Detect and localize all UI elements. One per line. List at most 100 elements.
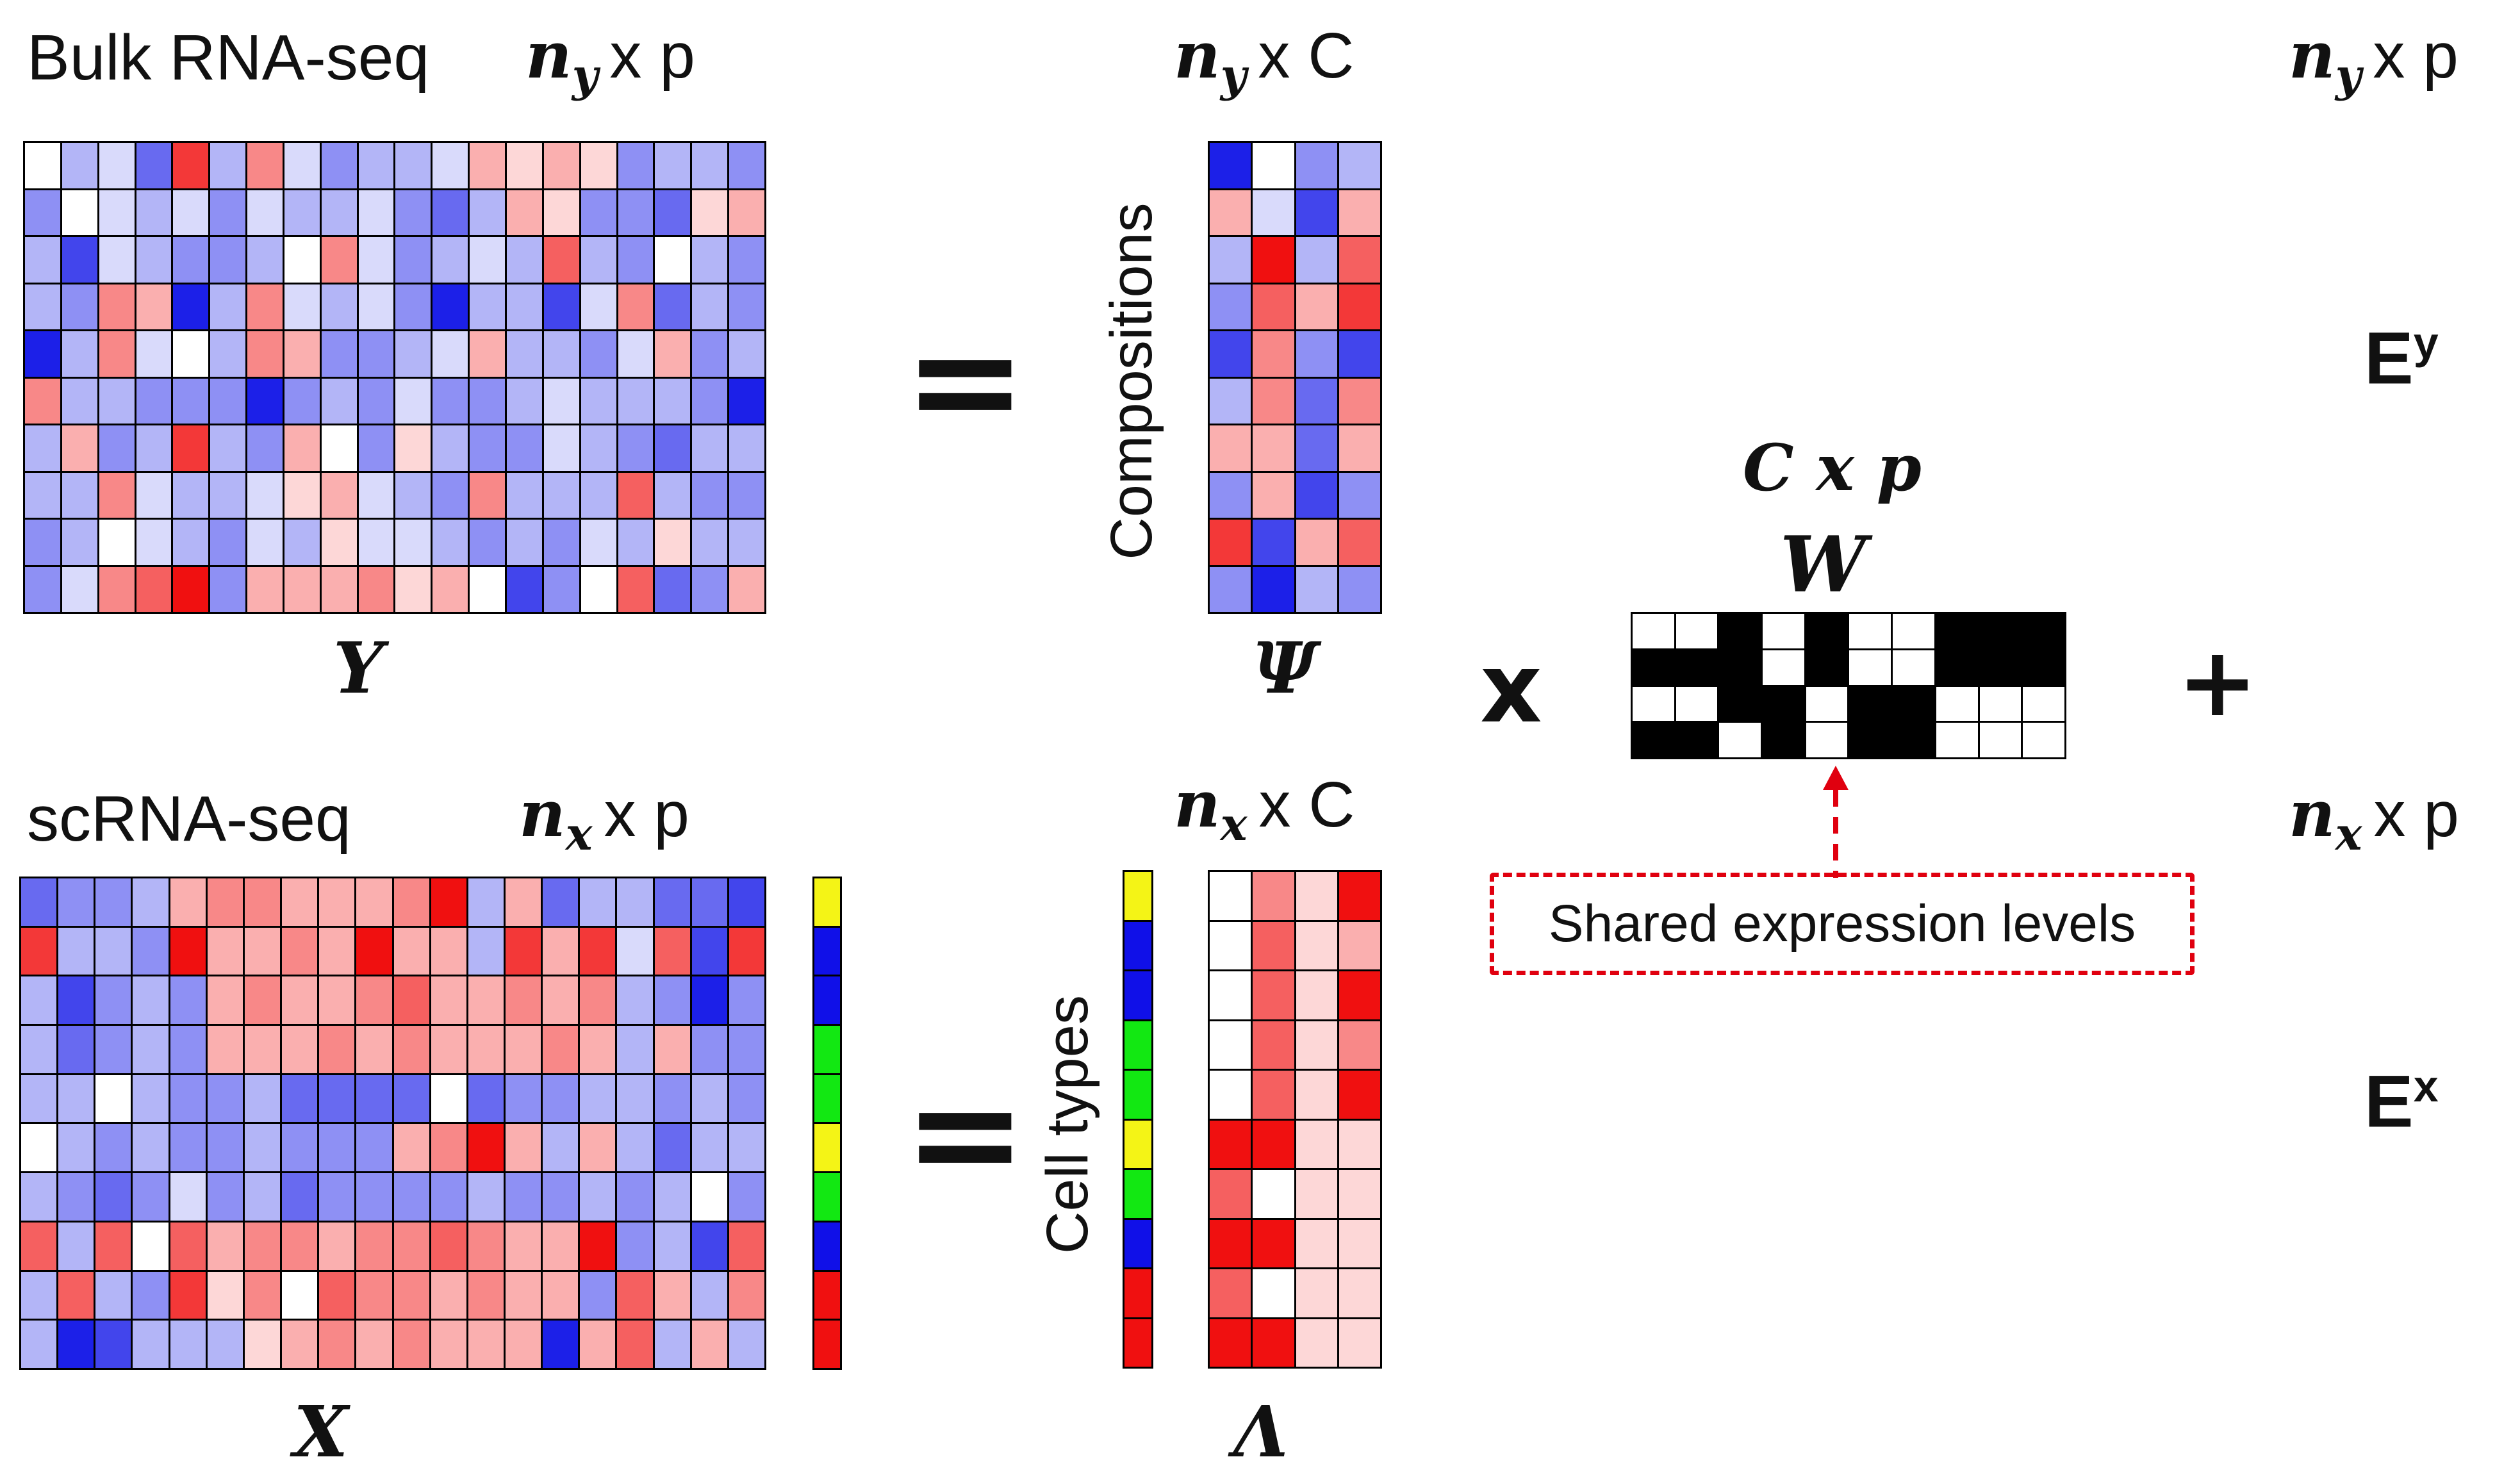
matrix-lambda-cell xyxy=(1338,1071,1380,1119)
matrix-psi-cell xyxy=(1338,237,1380,283)
cell-type-lambda-green xyxy=(1124,1021,1151,1069)
matrix-Y-cell xyxy=(210,378,246,424)
matrix-Y-cell xyxy=(210,566,246,612)
matrix-X-cell xyxy=(21,1124,57,1172)
matrix-Y-cell xyxy=(618,378,654,424)
matrix-Y-cell xyxy=(618,425,654,471)
matrix-Y-cell xyxy=(543,331,579,377)
matrix-Y-cell xyxy=(432,566,468,612)
matrix-X-cell xyxy=(543,878,579,926)
matrix-Y-cell xyxy=(581,143,616,188)
matrix-Y-cell xyxy=(321,566,357,612)
matrix-X-cell xyxy=(431,1173,466,1221)
matrix-lambda-cell xyxy=(1210,1269,1251,1317)
matrix-W-cell xyxy=(1849,650,1891,685)
matrix-X-cell xyxy=(207,1124,243,1172)
matrix-Y-cell xyxy=(432,190,468,235)
matrix-Y-cell xyxy=(284,378,320,424)
matrix-lambda-cell xyxy=(1296,1021,1337,1069)
matrix-Y-cell xyxy=(507,331,542,377)
matrix-X-cell xyxy=(244,1271,281,1319)
matrix-X-cell xyxy=(244,976,281,1025)
matrix-X-cell xyxy=(654,1026,690,1073)
matrix-psi-cell xyxy=(1253,520,1294,565)
matrix-X-cell xyxy=(543,1222,579,1270)
matrix-X-cell xyxy=(393,1124,429,1172)
matrix-X-cell xyxy=(505,976,541,1025)
matrix-X-cell xyxy=(543,976,579,1025)
matrix-X-cell xyxy=(505,1321,541,1368)
matrix-X-cell xyxy=(58,976,94,1025)
matrix-Y-cell xyxy=(62,143,97,188)
matrix-Y-cell xyxy=(543,472,579,518)
matrix-X-cell xyxy=(617,1271,653,1319)
matrix-X-cell xyxy=(207,1026,243,1073)
matrix-X-cell xyxy=(617,1222,653,1270)
matrix-Y-cell xyxy=(729,520,764,565)
matrix-Y-cell xyxy=(507,284,542,329)
matrix-Y-cell xyxy=(25,425,60,471)
matrix-Y-cell xyxy=(543,237,579,283)
matrix-psi-cell xyxy=(1338,331,1380,377)
matrix-X-cell xyxy=(431,976,466,1025)
matrix-W-cell xyxy=(1893,650,1934,685)
matrix-Y-cell xyxy=(358,472,394,518)
matrix-X-cell xyxy=(729,1124,764,1172)
matrix-Y-cell xyxy=(210,237,246,283)
matrix-Y-cell xyxy=(25,143,60,188)
matrix-Y-cell xyxy=(173,331,209,377)
matrix-X-cell xyxy=(319,976,355,1025)
matrix-Y-cell xyxy=(395,520,431,565)
matrix-Y-cell xyxy=(136,284,172,329)
matrix-Y-cell xyxy=(395,190,431,235)
matrix-X-cell xyxy=(58,1026,94,1073)
matrix-X-cell xyxy=(319,1173,355,1221)
matrix-psi-cell xyxy=(1296,331,1337,377)
matrix-X-cell xyxy=(170,1222,206,1270)
matrix-X-cell xyxy=(282,1271,318,1319)
matrix-psi-cell xyxy=(1253,331,1294,377)
matrix-Y-cell xyxy=(321,331,357,377)
matrix-X-cell xyxy=(282,927,318,975)
matrix-X-cell xyxy=(244,1026,281,1073)
matrix-Y-cell xyxy=(62,331,97,377)
callout-text: Shared expression levels xyxy=(1548,894,2136,953)
matrix-Y-cell xyxy=(692,425,728,471)
matrix-W-cell xyxy=(1676,723,1718,757)
matrix-Y-cell xyxy=(358,237,394,283)
matrix-Y-cell xyxy=(581,190,616,235)
matrix-X-cell xyxy=(319,878,355,926)
matrix-X-cell xyxy=(431,1321,466,1368)
matrix-X-cell xyxy=(393,976,429,1025)
matrix-Y-cell xyxy=(729,378,764,424)
cell-type-lambda-green xyxy=(1124,1170,1151,1218)
matrix-Y-cell xyxy=(136,331,172,377)
matrix-Y-cell xyxy=(62,472,97,518)
matrix-psi-cell xyxy=(1296,425,1337,471)
matrix-W-cell xyxy=(1763,650,1804,685)
matrix-X-cell xyxy=(691,1321,727,1368)
matrix-W-cell xyxy=(1979,614,2022,648)
matrix-psi-cell xyxy=(1253,237,1294,283)
matrix-X-cell xyxy=(691,1173,727,1221)
matrix-Y-cell xyxy=(729,566,764,612)
matrix-X-cell xyxy=(356,1173,392,1221)
matrix-Y-cell xyxy=(358,425,394,471)
matrix-X-cell xyxy=(505,927,541,975)
matrix-X-heatmap xyxy=(19,877,766,1370)
matrix-Y-cell xyxy=(507,472,542,518)
matrix-X-cell xyxy=(133,878,169,926)
matrix-Y-cell xyxy=(210,284,246,329)
matrix-X-cell xyxy=(543,1124,579,1172)
matrix-lambda-cell xyxy=(1296,1170,1337,1218)
matrix-lambda-cell xyxy=(1296,1120,1337,1168)
matrix-Y-cell xyxy=(358,566,394,612)
matrix-Y-cell xyxy=(543,143,579,188)
matrix-X-cell xyxy=(729,878,764,926)
matrix-X-cell xyxy=(505,1222,541,1270)
matrix-Y-cell xyxy=(358,190,394,235)
matrix-W-cell xyxy=(1893,723,1934,757)
matrix-W-cell xyxy=(1893,614,1934,648)
matrix-W-cell xyxy=(1806,614,1848,648)
